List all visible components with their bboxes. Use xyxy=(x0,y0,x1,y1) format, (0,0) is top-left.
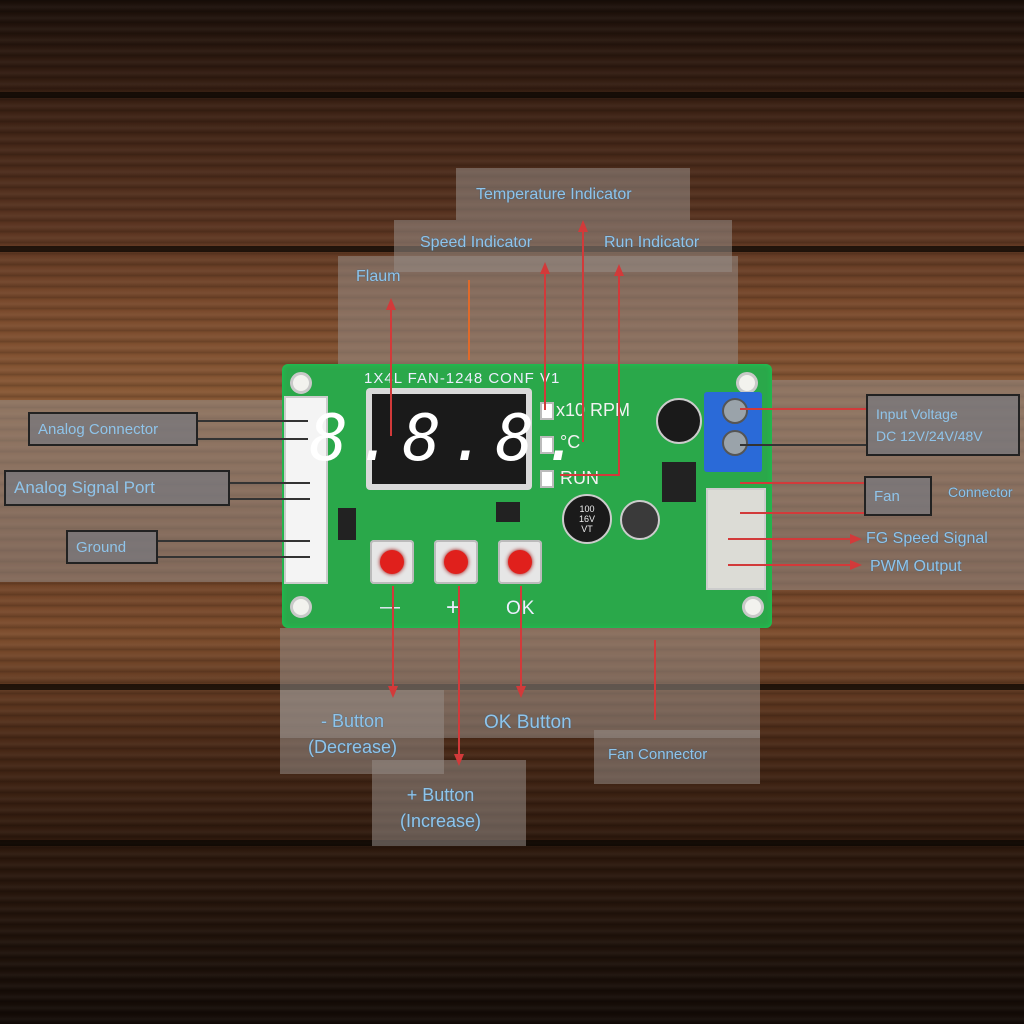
temp-indicator-text: °C xyxy=(560,432,581,452)
inductor xyxy=(620,500,660,540)
pointer-line xyxy=(468,280,470,360)
temp-pointer-line xyxy=(582,228,584,442)
display-digits: 8.8.8. xyxy=(309,394,581,484)
speed-signal-label: FG Speed Signal xyxy=(866,530,988,547)
analog-connector-line xyxy=(198,438,308,440)
fan-label: Fan xyxy=(864,476,932,516)
plus-button[interactable] xyxy=(434,540,478,584)
analog-signal-label: Analog Signal Port xyxy=(4,470,230,506)
speed-signal-line xyxy=(728,538,852,540)
mount-hole xyxy=(290,372,312,394)
callout-panel xyxy=(594,730,760,784)
ground-label: Ground xyxy=(66,530,158,564)
input-voltage-line xyxy=(740,444,866,446)
fan-line xyxy=(740,512,864,514)
fan-connector-bottom-label: Fan Connector xyxy=(608,746,708,763)
ok-pointer-arrow xyxy=(516,686,526,698)
terminal-screw xyxy=(722,430,748,456)
temperature-indicator-label: Temperature Indicator xyxy=(476,186,632,203)
board-silkscreen: 1X4L FAN-1248 CONF V1 xyxy=(364,370,561,387)
mount-hole xyxy=(736,372,758,394)
callout-panel xyxy=(456,168,690,220)
mount-hole xyxy=(290,596,312,618)
diode xyxy=(338,508,356,540)
electrolytic-capacitor xyxy=(656,398,702,444)
run-indicator-label: Run Indicator xyxy=(604,234,700,251)
pwm-output-label: PWM Output xyxy=(870,558,962,575)
plus-pointer-arrow xyxy=(454,754,464,766)
seven-segment-display: 8.8.8. xyxy=(309,388,581,490)
fan-connector-pointer-line xyxy=(654,640,656,720)
rpm-led xyxy=(540,402,554,420)
callout-panel xyxy=(338,256,738,364)
analog-signal-line xyxy=(230,482,310,484)
pwm-output-arrow xyxy=(850,560,862,570)
minus-sign: — xyxy=(380,596,401,618)
speed-pointer-arrow xyxy=(540,262,550,274)
analog-connector-label: Analog Connector xyxy=(28,412,198,446)
input-terminal-block xyxy=(704,392,762,472)
terminal-screw xyxy=(722,398,748,424)
minus-pointer-arrow xyxy=(388,686,398,698)
run-pointer-arrow xyxy=(614,264,624,276)
temp-pointer-arrow xyxy=(578,220,588,232)
display-label: Flaum xyxy=(356,268,401,285)
display-pointer-arrow xyxy=(386,298,396,310)
pwm-output-line xyxy=(728,564,852,566)
ok-pointer-line xyxy=(520,586,522,686)
minus-button[interactable] xyxy=(370,540,414,584)
left-header-connector xyxy=(284,396,328,584)
ground-line xyxy=(158,540,310,542)
transistor xyxy=(496,502,520,522)
ic-chip xyxy=(662,462,696,502)
display-pointer-line xyxy=(390,306,392,436)
minus-button-cap[interactable] xyxy=(380,550,404,574)
minus-pointer-line xyxy=(392,586,394,686)
plus-button-label: + Button (Increase) xyxy=(400,785,482,831)
input-voltage-line xyxy=(740,408,866,410)
run-pointer-hline xyxy=(560,474,620,476)
ok-button[interactable] xyxy=(498,540,542,584)
run-indicator-text: RUN xyxy=(560,468,599,488)
fan-connector-label: Connector xyxy=(948,484,1013,500)
input-voltage-label: Input Voltage DC 12V/24V/48V xyxy=(866,394,1020,456)
minus-button-label: - Button (Decrease) xyxy=(308,711,398,757)
speed-indicator-label: Speed Indicator xyxy=(420,234,533,251)
temp-led xyxy=(540,436,554,454)
run-led xyxy=(540,470,554,488)
plus-button-cap[interactable] xyxy=(444,550,468,574)
wood-plank-gap xyxy=(0,92,1024,98)
plus-sign: + xyxy=(446,594,462,621)
rpm-indicator-text: x10 RPM xyxy=(556,400,631,420)
mount-hole xyxy=(742,596,764,618)
run-pointer-line xyxy=(618,272,620,476)
ok-button-label: OK Button xyxy=(484,712,572,733)
ok-button-cap[interactable] xyxy=(508,550,532,574)
speed-pointer-line xyxy=(544,270,546,410)
fan-line xyxy=(740,482,864,484)
speed-signal-arrow xyxy=(850,534,862,544)
ground-line xyxy=(158,556,310,558)
analog-signal-line xyxy=(230,498,310,500)
callout-panel xyxy=(372,760,526,846)
plus-pointer-line xyxy=(458,586,460,754)
capacitor-100uf: 100 16V VT xyxy=(562,494,612,544)
analog-connector-line xyxy=(198,420,308,422)
